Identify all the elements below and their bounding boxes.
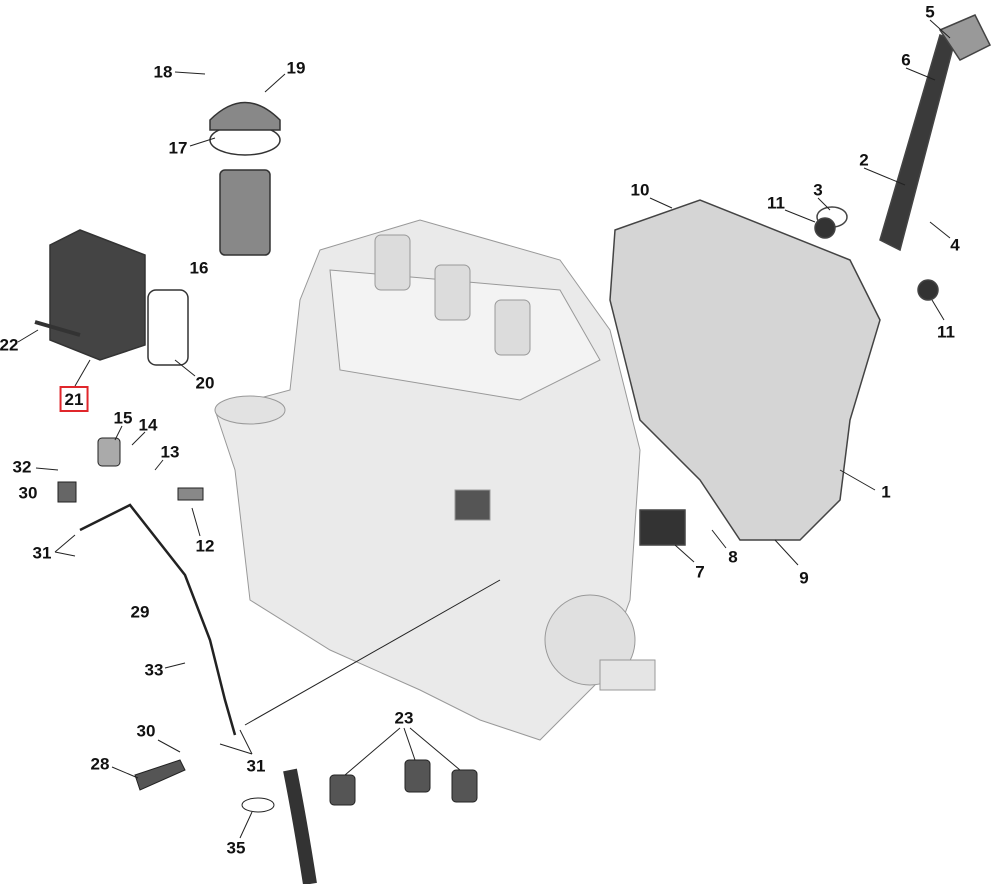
callout-30b[interactable]: 30 [136,721,156,741]
callout-31b[interactable]: 31 [246,756,266,776]
callout-11[interactable]: 11 [767,193,785,213]
callout-18[interactable]: 18 [153,62,173,82]
oil-cooler-parts [34,101,281,366]
callout-33[interactable]: 33 [144,660,164,680]
engine-block [214,219,656,741]
callout-16[interactable]: 16 [189,258,209,278]
callout-15[interactable]: 15 [113,408,133,428]
callout-8[interactable]: 8 [728,547,738,567]
leader-lines [17,19,951,839]
callout-28[interactable]: 28 [90,754,110,774]
callout-2[interactable]: 2 [859,150,869,170]
oil-line [79,503,317,884]
callout-20[interactable]: 20 [195,373,215,393]
callout-35[interactable]: 35 [226,838,246,858]
callout-31[interactable]: 31 [32,543,52,563]
callout-21-highlighted[interactable]: 21 [59,386,89,412]
callout-23[interactable]: 23 [394,708,414,728]
callout-3[interactable]: 3 [813,180,823,200]
callout-32[interactable]: 32 [12,457,32,477]
callout-9[interactable]: 9 [799,568,809,588]
callout-1[interactable]: 1 [881,482,891,502]
callout-17[interactable]: 17 [168,138,188,158]
callout-30[interactable]: 30 [18,483,38,503]
callout-5[interactable]: 5 [925,2,935,22]
callout-11b[interactable]: 11 [937,322,955,342]
engine-cover-part [609,14,992,546]
callout-19[interactable]: 19 [286,58,306,78]
callout-10[interactable]: 10 [630,180,650,200]
callout-7[interactable]: 7 [695,562,705,582]
strainers [57,437,478,813]
callout-29[interactable]: 29 [130,602,150,622]
callout-4[interactable]: 4 [950,235,960,255]
callout-12[interactable]: 12 [195,536,215,556]
callout-14[interactable]: 14 [138,415,158,435]
callout-13[interactable]: 13 [160,442,180,462]
callout-22[interactable]: 22 [0,335,19,355]
callout-6[interactable]: 6 [901,50,911,70]
